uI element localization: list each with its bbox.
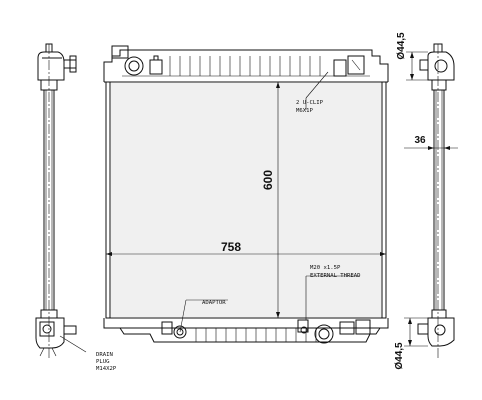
right-side-view <box>417 43 455 360</box>
radiator-front-view <box>103 45 389 344</box>
thread-note: M20 x1.5P EXTERNAL THREAD <box>310 265 361 279</box>
u-clip-note: 2 U-CLIP M6X1P <box>296 100 324 114</box>
leader-lines <box>179 71 360 333</box>
dimension-lines <box>106 51 458 347</box>
drain-plug-note: DRAIN PLUG M14X2P <box>96 352 117 372</box>
svg-text:PLUG: PLUG <box>96 359 110 365</box>
svg-text:DRAIN: DRAIN <box>96 352 113 358</box>
svg-text:EXTERNAL THREAD: EXTERNAL THREAD <box>310 273 361 279</box>
svg-text:M6X1P: M6X1P <box>296 108 313 114</box>
adaptor-note: ADAPTOR <box>202 300 226 306</box>
tank-diameter-top: Ø44,5 <box>396 32 407 60</box>
svg-text:M20 x1.5P: M20 x1.5P <box>310 265 341 271</box>
left-side-view <box>35 43 87 360</box>
tank-diameter-bottom: Ø44,5 <box>394 342 405 370</box>
top-tank-ribs <box>169 56 321 76</box>
svg-text:2 U-CLIP: 2 U-CLIP <box>296 100 324 106</box>
svg-text:M14X2P: M14X2P <box>96 366 117 372</box>
core-thickness-dimension: 36 <box>414 135 426 146</box>
height-dimension: 600 <box>261 170 275 190</box>
core-fins <box>110 83 382 317</box>
svg-text:ADAPTOR: ADAPTOR <box>202 300 226 306</box>
width-dimension: 758 <box>221 240 241 254</box>
